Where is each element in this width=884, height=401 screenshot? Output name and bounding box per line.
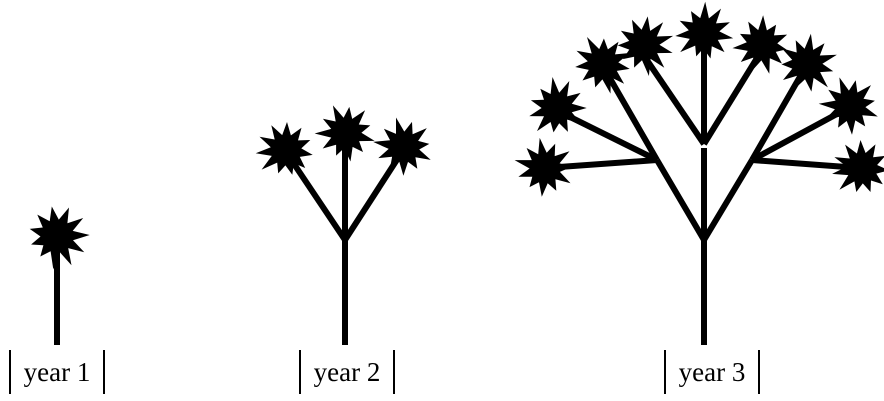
plant-year-1 bbox=[30, 207, 90, 346]
star-burst-flower-icon bbox=[819, 77, 878, 134]
plant-year-2 bbox=[256, 105, 431, 345]
stem-segment bbox=[657, 160, 704, 240]
stem-segment bbox=[704, 50, 762, 144]
plant-year-3 bbox=[515, 2, 884, 345]
star-burst-flower-icon bbox=[733, 15, 788, 74]
star-burst-flower-icon bbox=[256, 122, 313, 175]
year-3-label: year 3 bbox=[664, 350, 760, 394]
star-burst-flower-icon bbox=[782, 34, 837, 92]
stem-segment bbox=[345, 155, 400, 240]
star-burst-flower-icon bbox=[373, 118, 431, 176]
stem-segment bbox=[704, 160, 752, 240]
star-burst-flower-icon bbox=[515, 138, 571, 197]
stem-segment bbox=[290, 158, 345, 240]
year-2-label: year 2 bbox=[299, 350, 395, 394]
year-1-label: year 1 bbox=[9, 350, 105, 394]
